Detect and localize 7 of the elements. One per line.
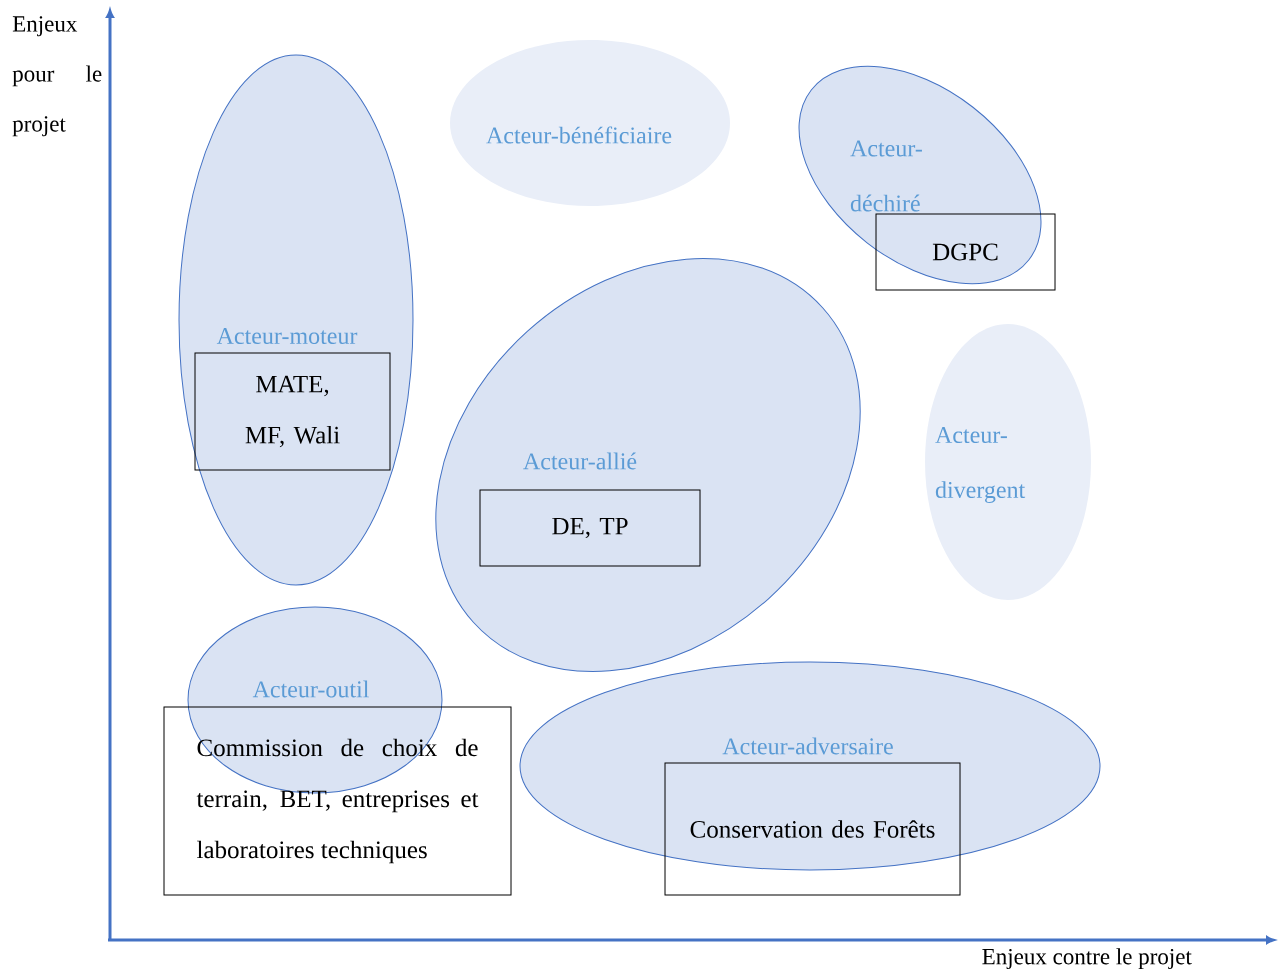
actor-box: DGPC [875,213,1056,291]
axis-label: Enjeux pour le projet [12,16,102,137]
axis-label: Enjeux contre le projet [982,948,1192,970]
actor-box: DE, TP [479,489,701,567]
actor-box: Commission de choix de terrain, BET, entreprises et laboratoires techniques [163,706,512,896]
actor-box: Conservation des Forêts [664,762,961,896]
actor-box: MATE, MF, Wali [194,352,391,471]
